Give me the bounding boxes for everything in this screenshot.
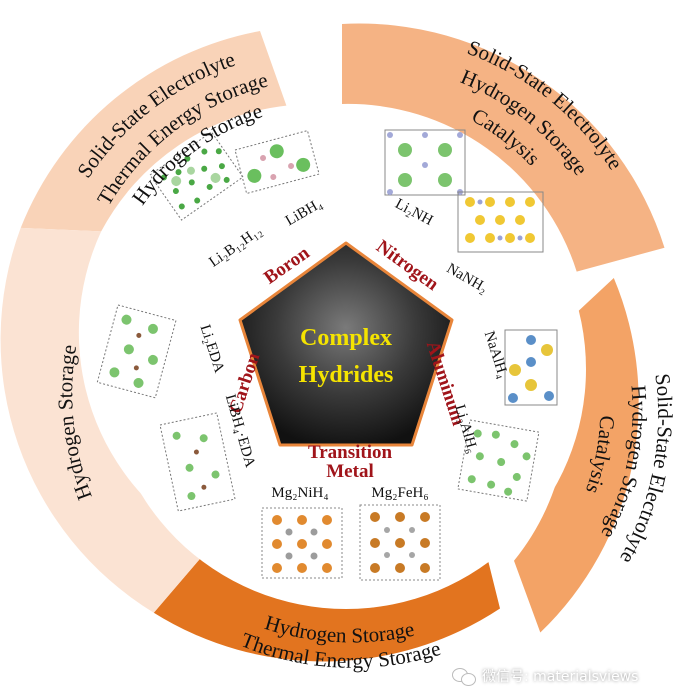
crystal-mg2feh6 — [359, 504, 441, 581]
crystal-naalh4 — [504, 329, 558, 406]
label-metal: Metal — [326, 461, 373, 482]
crystal-libh4 — [234, 129, 320, 195]
crystal-li2b12h12 — [149, 131, 244, 221]
segment-right — [514, 278, 639, 633]
center-title-line2: Hydrides — [299, 362, 394, 388]
segment-top-left — [20, 31, 287, 232]
crystal-nanh2 — [457, 191, 544, 253]
compound-mg2feh6: Mg₂FeH₆ — [371, 485, 428, 501]
watermark-text: 微信号: materialsviews — [482, 669, 639, 685]
crystal-libh4-eda — [159, 412, 236, 512]
center-pentagon — [238, 241, 454, 447]
crystal-li3alh6 — [457, 419, 540, 502]
crystal-li2eda — [96, 304, 177, 399]
watermark: 微信号: materialsviews — [452, 662, 688, 690]
wechat-icon — [452, 666, 476, 686]
segment-top-right — [342, 23, 665, 272]
crystal-mg2nih4 — [261, 507, 343, 579]
center-title-line1: Complex — [300, 325, 392, 351]
compound-mg2nih4: Mg₂NiH₄ — [271, 485, 328, 501]
label-transition: Transition — [308, 442, 393, 463]
crystal-li2nh — [384, 129, 466, 196]
